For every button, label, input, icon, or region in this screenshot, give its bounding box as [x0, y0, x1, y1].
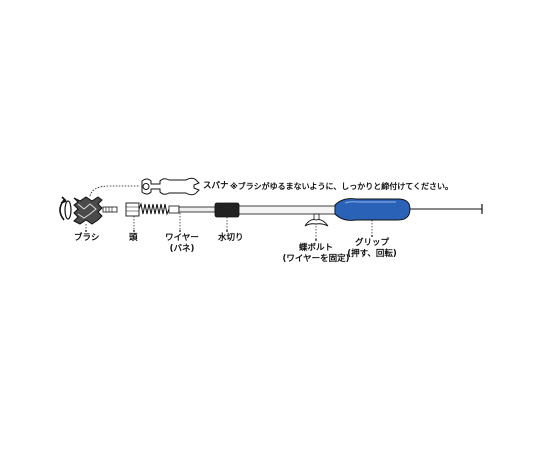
head-label: 頭 — [129, 233, 138, 243]
head — [125, 202, 140, 217]
spanner-leader — [89, 185, 140, 197]
spanner-label: スパナ — [203, 181, 229, 191]
spanner-note: ※ブラシがゆるまないように、しっかりと締付けてください。 — [230, 182, 453, 191]
wire-label-line2: (バネ) — [169, 244, 195, 254]
grip-label-line1: グリップ — [354, 238, 389, 248]
brush-shaft — [102, 206, 118, 213]
wire-spring — [138, 202, 170, 216]
grip-label-line2: (押す、回転) — [347, 249, 397, 259]
brush-label: ブラシ — [74, 233, 100, 243]
main-rod — [178, 206, 216, 213]
wire-label-line1: ワイヤー — [165, 233, 199, 243]
butterfly-bolt-label-line2: (ワイヤーを固定) — [282, 254, 350, 264]
rotation-arrow-icon — [59, 196, 72, 221]
grip-label: グリップ (押す、回転) — [342, 238, 402, 260]
water-cutter — [214, 202, 240, 218]
butterfly-bolt-label: 蝶ボルト (ワイヤーを固定) — [276, 243, 356, 265]
spanner-icon — [141, 177, 200, 196]
water-cutter-label: 水切り — [218, 233, 244, 243]
outer-tube — [238, 205, 336, 215]
brush — [73, 196, 103, 225]
label-leaders — [85, 213, 373, 240]
butterfly-bolt — [304, 213, 329, 227]
wire-label: ワイヤー (バネ) — [162, 233, 202, 255]
brush-zigzag — [77, 203, 97, 219]
butterfly-bolt-label-line1: 蝶ボルト — [298, 243, 333, 253]
